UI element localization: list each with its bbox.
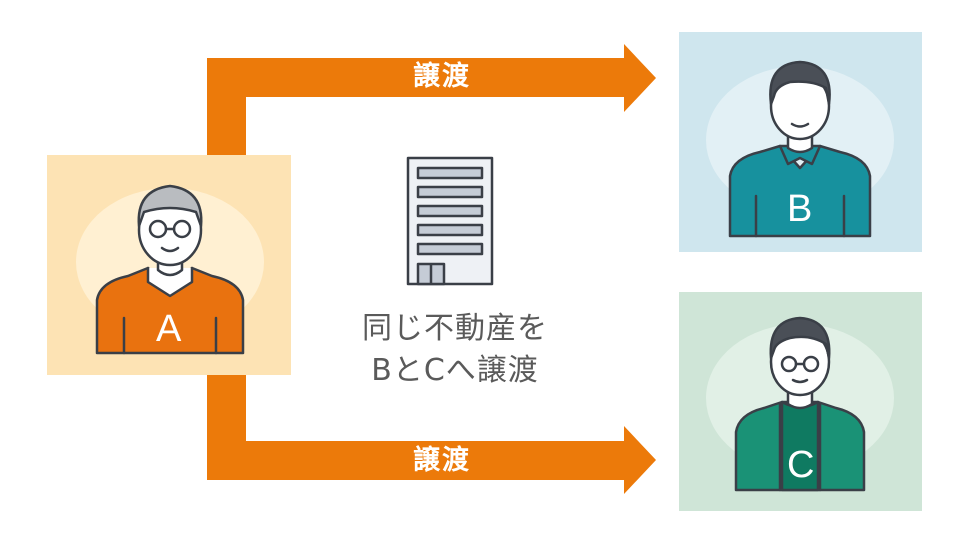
person-b-figure <box>728 60 872 238</box>
person-a-figure <box>95 184 245 355</box>
center-caption: 同じ不動産を BとCへ譲渡 <box>330 308 580 392</box>
person-c-label: C <box>787 444 815 486</box>
transfer-arrow-top <box>207 44 656 156</box>
person-b-label: B <box>787 188 813 230</box>
center-caption-line1: 同じ不動産を <box>362 311 548 346</box>
person-c-figure <box>734 316 866 492</box>
person-b-panel <box>679 32 922 252</box>
transfer-arrow-bottom <box>207 374 656 494</box>
center-caption-line2: BとCへ譲渡 <box>371 353 539 388</box>
building-icon <box>406 156 494 286</box>
person-a-label: A <box>156 308 182 350</box>
transfer-label-bottom: 譲渡 <box>413 445 471 476</box>
person-c-panel <box>679 292 922 511</box>
person-a-panel <box>47 155 291 375</box>
transfer-label-top: 譲渡 <box>413 61 471 92</box>
